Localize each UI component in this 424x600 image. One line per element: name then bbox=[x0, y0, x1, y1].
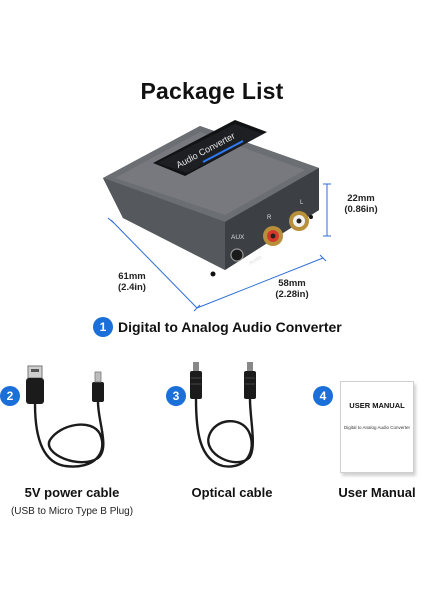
optical-cable-icon bbox=[190, 362, 256, 468]
manual-cover-subtitle: Digital to Analog Audio Converter bbox=[343, 425, 411, 430]
converter-caption: Digital to Analog Audio Converter bbox=[118, 319, 342, 335]
width-mm: 58mm bbox=[278, 278, 306, 289]
audio-converter-device-image: Audio Converter AUX Audio R L bbox=[103, 120, 331, 312]
badge-1: 1 bbox=[93, 317, 113, 337]
badge-2: 2 bbox=[0, 386, 20, 406]
width-dimension: 58mm (2.28in) bbox=[264, 278, 320, 300]
depth-dimension: 61mm (2.4in) bbox=[108, 271, 156, 293]
l-port-label: L bbox=[300, 200, 304, 206]
depth-mm: 61mm bbox=[118, 271, 146, 282]
height-mm: 22mm bbox=[347, 193, 375, 204]
power-cable-sublabel: (USB to Micro Type B Plug) bbox=[10, 506, 134, 517]
optical-cable-label: Optical cable bbox=[191, 485, 273, 500]
r-port-label: R bbox=[267, 215, 272, 221]
power-cable-label: 5V power cable bbox=[24, 485, 120, 500]
usb-cable-icon bbox=[26, 365, 105, 468]
width-in: (2.28in) bbox=[275, 289, 309, 300]
dimension-lines bbox=[107, 183, 331, 312]
badge-4: 4 bbox=[313, 386, 333, 406]
aux-label: AUX bbox=[231, 234, 245, 241]
badge-3: 3 bbox=[166, 386, 186, 406]
audio-port-label: Audio bbox=[248, 254, 263, 266]
page-title: Package List bbox=[140, 78, 284, 104]
depth-in: (2.4in) bbox=[118, 282, 146, 293]
user-manual-icon: USER MANUAL Digital to Analog Audio Conv… bbox=[340, 381, 414, 473]
user-manual-label: User Manual bbox=[338, 485, 416, 500]
manual-cover-title: USER MANUAL bbox=[349, 401, 405, 410]
height-in: (0.86in) bbox=[344, 204, 378, 215]
height-dimension: 22mm (0.86in) bbox=[336, 193, 386, 215]
